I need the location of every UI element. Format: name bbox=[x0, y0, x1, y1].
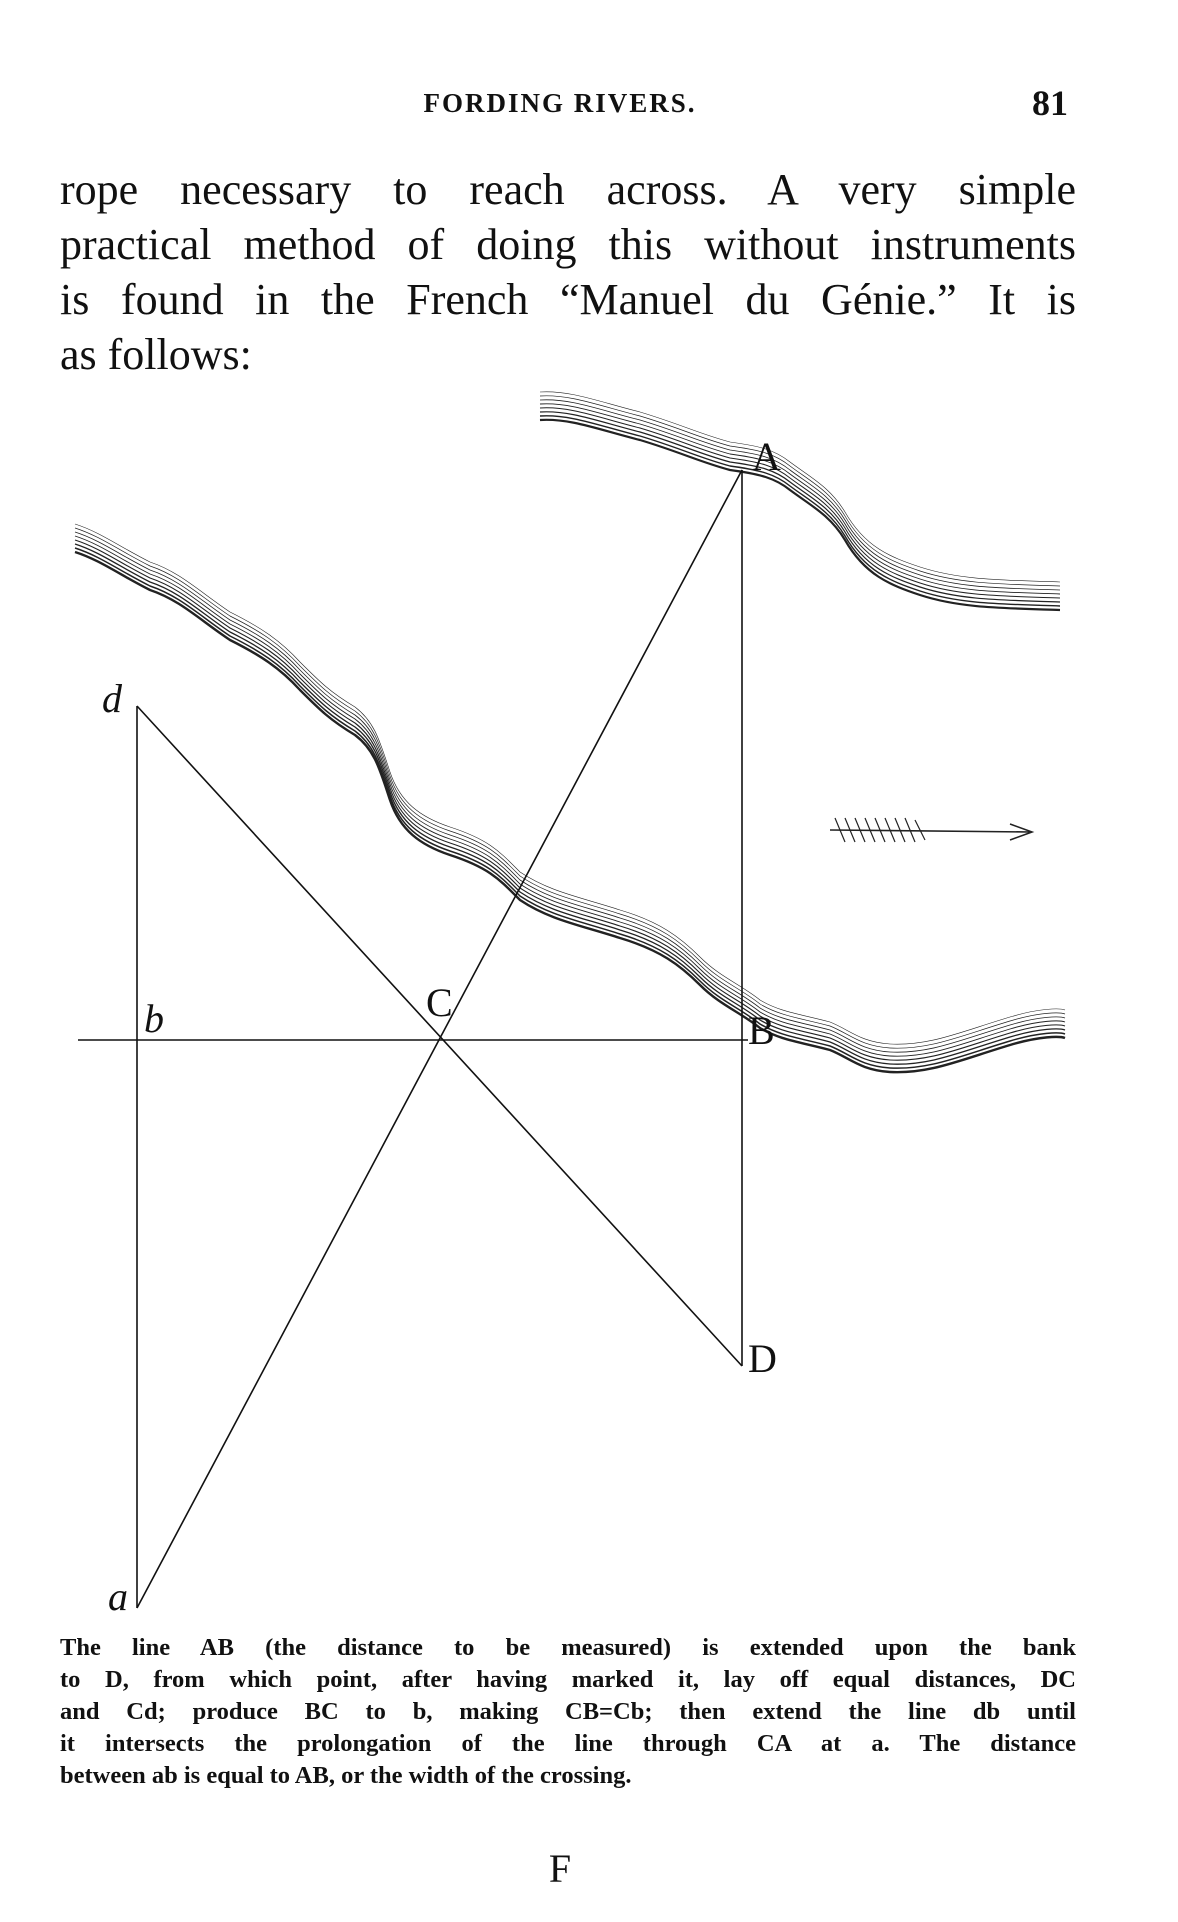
caption-line: it intersects the prolongation of the li… bbox=[60, 1730, 1076, 1757]
current-arrow bbox=[829, 817, 1035, 843]
label-B: B bbox=[748, 1008, 775, 1053]
figure-caption: The line AB (the distance to be measured… bbox=[60, 1632, 1076, 1792]
caption-line: and Cd; produce BC to b, making CB=Cb; t… bbox=[60, 1698, 1076, 1725]
body-line: rope necessary to reach across. A very s… bbox=[60, 165, 1076, 214]
far-riverbank bbox=[538, 391, 1062, 612]
near-riverbank bbox=[73, 523, 1067, 1074]
page-header: FORDING RIVERS. 81 bbox=[0, 82, 1178, 132]
running-head: FORDING RIVERS. bbox=[423, 88, 697, 118]
caption-line: The line AB (the distance to be measured… bbox=[60, 1634, 1076, 1661]
body-line: practical method of doing this without i… bbox=[60, 220, 1076, 269]
body-line: is found in the French “Manuel du Génie.… bbox=[60, 275, 1076, 324]
line-Aa bbox=[136, 469, 743, 1609]
caption-line: between ab is equal to AB, or the width … bbox=[60, 1762, 632, 1789]
label-A: A bbox=[752, 434, 781, 479]
body-line: as follows: bbox=[60, 330, 252, 379]
signature-mark: F bbox=[548, 1846, 572, 1891]
page-number: 81 bbox=[1032, 83, 1068, 123]
label-d: d bbox=[102, 676, 123, 721]
label-a: a bbox=[108, 1574, 128, 1619]
body-paragraph: rope necessary to reach across. A very s… bbox=[60, 162, 1076, 382]
construction-lines bbox=[78, 469, 748, 1609]
point-labels: A B C D a b d bbox=[102, 434, 781, 1619]
caption-line: to D, from which point, after having mar… bbox=[60, 1666, 1076, 1693]
line-dD bbox=[136, 705, 743, 1367]
label-C: C bbox=[426, 980, 453, 1025]
label-b: b bbox=[144, 996, 164, 1041]
label-D: D bbox=[748, 1336, 777, 1381]
